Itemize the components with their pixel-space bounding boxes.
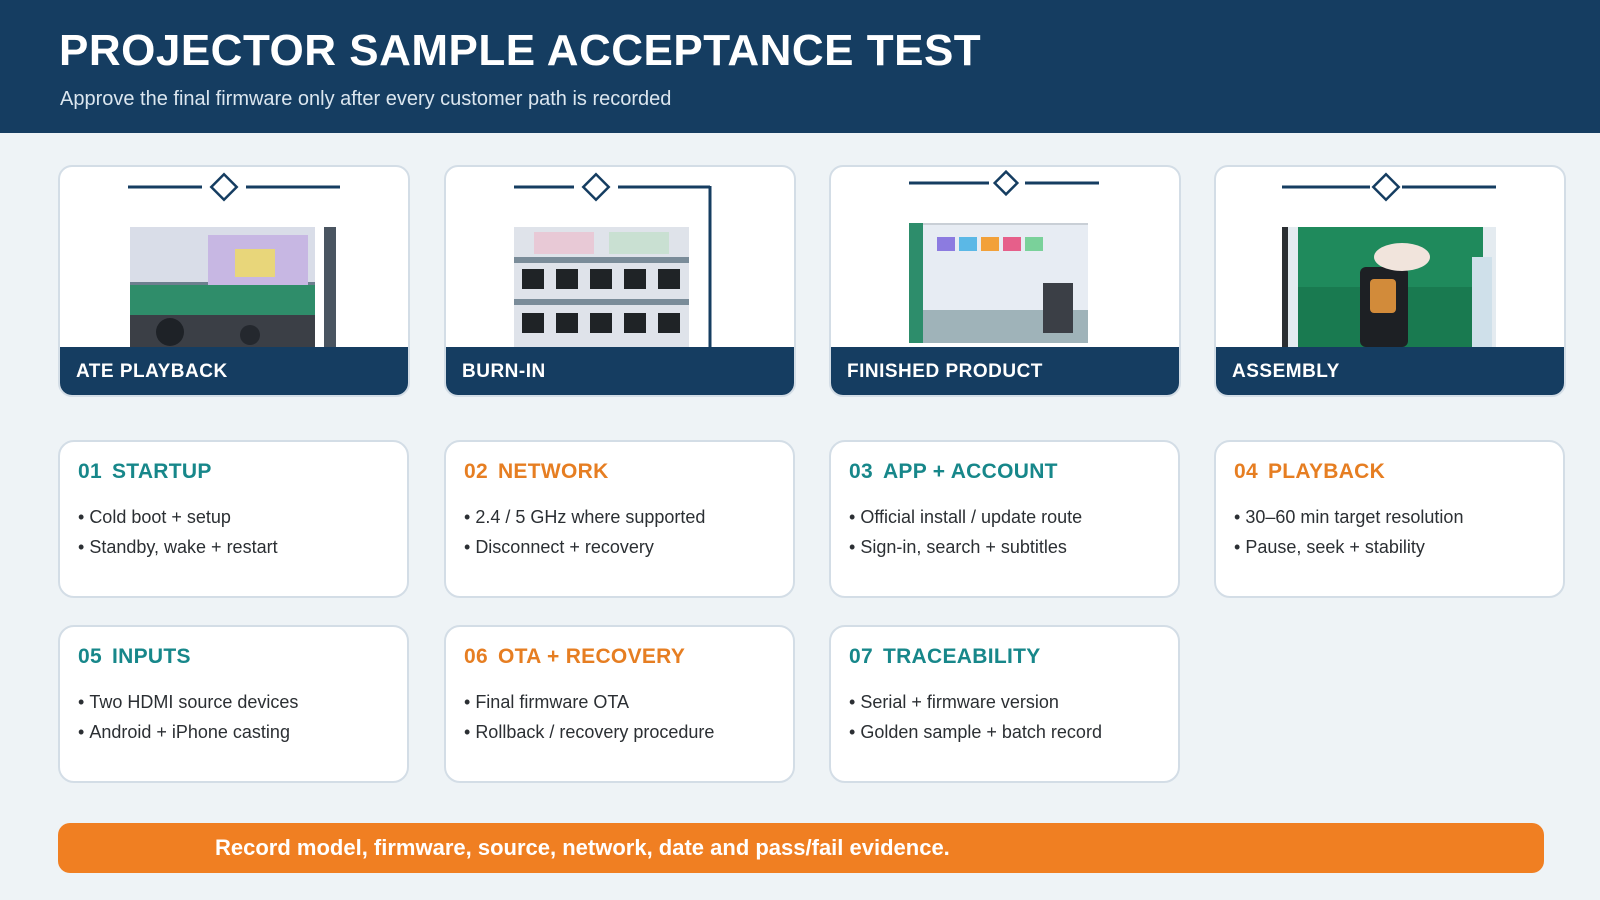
- page-title: PROJECTOR SAMPLE ACCEPTANCE TEST: [59, 26, 982, 75]
- header-banner: PROJECTOR SAMPLE ACCEPTANCE TEST Approve…: [0, 0, 1600, 133]
- step-name: APP + ACCOUNT: [882, 460, 1058, 483]
- list-item: Disconnect + recovery: [464, 532, 705, 562]
- step-card-startup: 01 STARTUP Cold boot + setup Standby, wak…: [58, 440, 409, 598]
- photo-label: ATE PLAYBACK: [76, 361, 228, 382]
- step-name: PLAYBACK: [1267, 460, 1386, 483]
- photo-label-bar: ASSEMBLY: [1216, 347, 1564, 395]
- step-items: Serial + firmware version Golden sample …: [849, 687, 1102, 747]
- step-title: 02 NETWORK: [464, 460, 609, 484]
- step-number: 02: [464, 460, 488, 483]
- step-name: OTA + RECOVERY: [497, 645, 686, 668]
- step-title: 07 TRACEABILITY: [849, 645, 1041, 669]
- photo-label: BURN-IN: [462, 361, 546, 382]
- step-number: 05: [78, 645, 102, 668]
- step-items: Final firmware OTA Rollback / recovery p…: [464, 687, 714, 747]
- step-name: INPUTS: [111, 645, 191, 668]
- list-item: Official install / update route: [849, 502, 1082, 532]
- step-title: 01 STARTUP: [78, 460, 212, 484]
- step-card-inputs: 05 INPUTS Two HDMI source devices Android…: [58, 625, 409, 783]
- step-card-traceability: 07 TRACEABILITY Serial + firmware version…: [829, 625, 1180, 783]
- step-items: 30–60 min target resolution Pause, seek …: [1234, 502, 1463, 562]
- photo-card-assembly: ASSEMBLY: [1214, 165, 1566, 397]
- burn-in-rack-photo: [514, 227, 689, 347]
- step-items: 2.4 / 5 GHz where supported Disconnect +…: [464, 502, 705, 562]
- ate-playback-photo: [130, 227, 315, 347]
- step-number: 03: [849, 460, 873, 483]
- photo-label: FINISHED PRODUCT: [847, 361, 1043, 382]
- step-items: Official install / update route Sign-in,…: [849, 502, 1082, 562]
- evidence-banner: Record model, firmware, source, network,…: [58, 823, 1544, 873]
- step-title: 03 APP + ACCOUNT: [849, 460, 1058, 484]
- step-title: 04 PLAYBACK: [1234, 460, 1385, 484]
- frame-ornament: [1282, 172, 1496, 202]
- list-item: Pause, seek + stability: [1234, 532, 1463, 562]
- step-number: 01: [78, 460, 102, 483]
- step-card-ota-recovery: 06 OTA + RECOVERY Final firmware OTA Roll…: [444, 625, 795, 783]
- photo-label: ASSEMBLY: [1232, 361, 1340, 382]
- step-card-playback: 04 PLAYBACK 30–60 min target resolution P…: [1214, 440, 1565, 598]
- list-item: Cold boot + setup: [78, 502, 278, 532]
- assembly-photo: [1282, 227, 1496, 347]
- banner-text: Record model, firmware, source, network,…: [215, 835, 950, 860]
- list-item: Standby, wake + restart: [78, 532, 277, 562]
- frame-ornament: [128, 172, 340, 202]
- step-name: STARTUP: [111, 460, 212, 483]
- list-item: Serial + firmware version: [849, 687, 1102, 717]
- step-name: TRACEABILITY: [882, 645, 1041, 668]
- list-item: Android + iPhone casting: [78, 717, 298, 747]
- photo-label-bar: FINISHED PRODUCT: [831, 347, 1179, 395]
- list-item: 30–60 min target resolution: [1234, 502, 1463, 532]
- photo-card-ate-playback: ATE PLAYBACK: [58, 165, 410, 397]
- step-card-app-account: 03 APP + ACCOUNT Official install / updat…: [829, 440, 1180, 598]
- finished-product-photo: [909, 223, 1099, 343]
- step-title: 05 INPUTS: [78, 645, 191, 669]
- photo-card-finished-product: FINISHED PRODUCT: [829, 165, 1181, 397]
- ate-playback-photo-edge: [324, 227, 336, 347]
- list-item: Sign-in, search + subtitles: [849, 532, 1082, 562]
- list-item: Final firmware OTA: [464, 687, 714, 717]
- step-card-network: 02 NETWORK 2.4 / 5 GHz where supported Di…: [444, 440, 795, 598]
- photo-card-burn-in: BURN-IN: [444, 165, 796, 397]
- step-number: 04: [1234, 460, 1258, 483]
- step-number: 07: [849, 645, 873, 668]
- list-item: Two HDMI source devices: [78, 687, 298, 717]
- step-title: 06 OTA + RECOVERY: [464, 645, 685, 669]
- frame-ornament: [909, 169, 1099, 197]
- list-item: Golden sample + batch record: [849, 717, 1102, 747]
- step-number: 06: [464, 645, 488, 668]
- page-subtitle: Approve the final firmware only after ev…: [60, 88, 672, 110]
- step-items: Cold boot + setup Standby, wake + restar…: [78, 502, 278, 562]
- frame-ornament: [514, 172, 712, 352]
- list-item: 2.4 / 5 GHz where supported: [464, 502, 705, 532]
- list-item: Rollback / recovery procedure: [464, 717, 714, 747]
- photo-label-bar: BURN-IN: [446, 347, 794, 395]
- photo-label-bar: ATE PLAYBACK: [60, 347, 408, 395]
- step-name: NETWORK: [497, 460, 609, 483]
- step-items: Two HDMI source devices Android + iPhone…: [78, 687, 298, 747]
